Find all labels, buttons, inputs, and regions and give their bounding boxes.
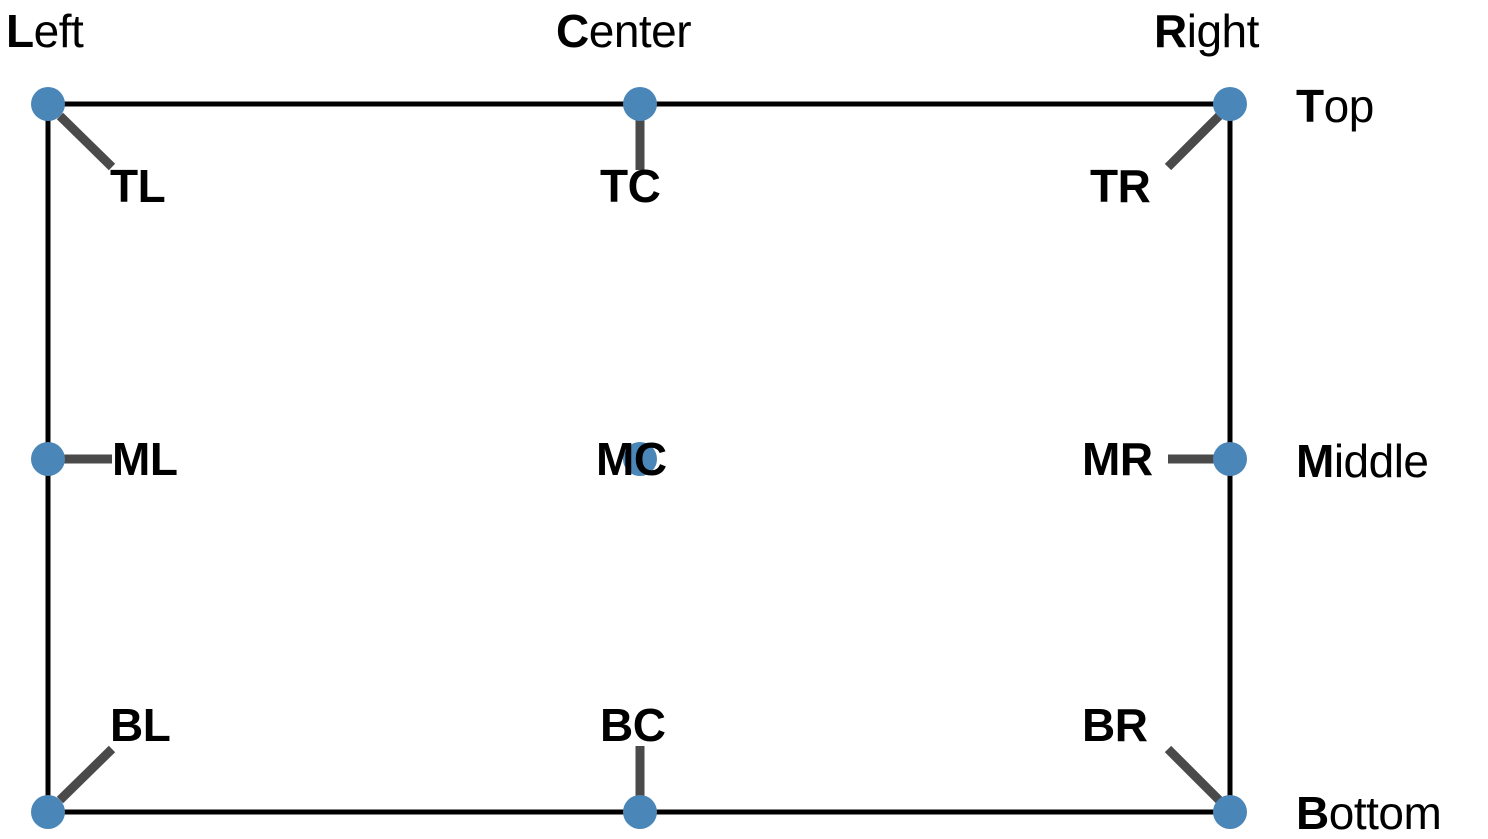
anchor-code-middle-right: MR [1082, 433, 1153, 485]
anchor-node-middle-left [31, 442, 65, 476]
axis-label-bottom: Bottom [1296, 787, 1442, 839]
axis-label-middle-rest: iddle [1333, 435, 1429, 487]
anchor-node-middle-center [623, 442, 657, 476]
anchor-code-top-left: TL [110, 160, 166, 212]
anchor-code-bottom-right: BR [1082, 699, 1148, 751]
anchor-code-top-right: TR [1090, 160, 1151, 212]
leader-lines [56, 112, 1223, 804]
axis-label-top-rest: op [1323, 80, 1375, 132]
anchor-node-top-right [1213, 87, 1247, 121]
axis-label-bottom-initial: B [1296, 787, 1329, 839]
leader-line-bottom-right [1164, 745, 1223, 804]
axis-label-left: Left [6, 5, 84, 57]
leader-line-bottom-left [56, 745, 116, 804]
anchor-code-middle-left: ML [112, 433, 178, 485]
anchor-code-top-center: TC [600, 160, 661, 212]
anchor-nodes [31, 87, 1247, 829]
axis-label-center-rest: enter [588, 5, 692, 57]
axis-label-right-rest: ight [1186, 5, 1260, 57]
anchor-node-bottom-left [31, 795, 65, 829]
axis-label-top-initial: T [1296, 80, 1324, 132]
axis-label-top: Top [1296, 83, 1374, 129]
anchor-code-bottom-left: BL [110, 699, 171, 751]
axis-label-left-initial: L [6, 5, 34, 57]
axis-label-middle: Middle [1296, 438, 1429, 484]
axis-label-center-initial: C [556, 5, 589, 57]
leader-line-top-right [1164, 112, 1223, 171]
anchor-node-middle-right [1213, 442, 1247, 476]
axis-label-center: Center [556, 5, 692, 57]
anchor-node-bottom-right [1213, 795, 1247, 829]
anchor-node-top-left [31, 87, 65, 121]
axis-label-right-initial: R [1154, 5, 1187, 57]
axis-label-left-rest: eft [33, 5, 84, 57]
axis-label-middle-initial: M [1296, 435, 1334, 487]
anchor-node-bottom-center [623, 795, 657, 829]
axis-label-right: Right [1154, 8, 1259, 54]
anchor-code-middle-center: MC [596, 433, 667, 485]
anchor-node-top-center [623, 87, 657, 121]
axis-label-bottom-rest: ottom [1328, 787, 1442, 839]
anchor-code-bottom-center: BC [600, 699, 666, 751]
leader-line-top-left [56, 112, 116, 171]
